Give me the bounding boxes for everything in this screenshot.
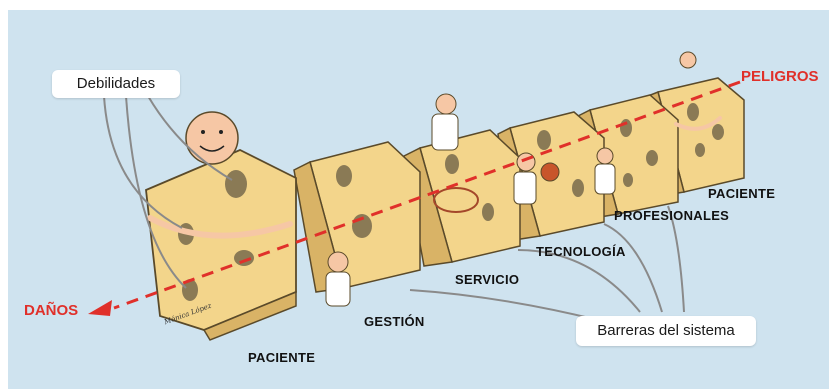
- cheese-slice-gestion: [293, 141, 421, 293]
- layer-label-servicio: SERVICIO: [455, 272, 520, 287]
- barriers-pointer-lines: [409, 205, 685, 321]
- trajectory-arrowhead: [88, 300, 112, 316]
- worker-character-gestion: [325, 251, 351, 307]
- worker-character-profesionales: [594, 147, 616, 195]
- cheese-slice-servicio: [403, 129, 521, 267]
- worker-character-tecnologia: [513, 152, 560, 205]
- harms-label: DAÑOS: [24, 302, 79, 319]
- patient-arm: [147, 215, 293, 239]
- barriers-callout: Barreras del sistema: [576, 316, 756, 346]
- layer-label-paciente-back: PACIENTE: [708, 186, 776, 201]
- cheese-slice-paciente-front: [145, 149, 297, 341]
- accident-trajectory-line: [113, 80, 741, 310]
- layer-label-tecnologia: TECNOLOGÍA: [536, 244, 626, 259]
- weaknesses-pointer-lines: [103, 95, 233, 289]
- layer-label-gestion: GESTIÓN: [364, 314, 425, 329]
- hazards-label: PELIGROS: [741, 68, 819, 85]
- weaknesses-callout: Debilidades: [52, 70, 180, 98]
- worker-character-servicio: [431, 93, 479, 213]
- layer-label-paciente-front: PACIENTE: [248, 350, 316, 365]
- layer-label-profesionales: PROFESIONALES: [614, 208, 730, 223]
- patient-character-head: [185, 111, 239, 165]
- patient-character-back: [674, 51, 722, 131]
